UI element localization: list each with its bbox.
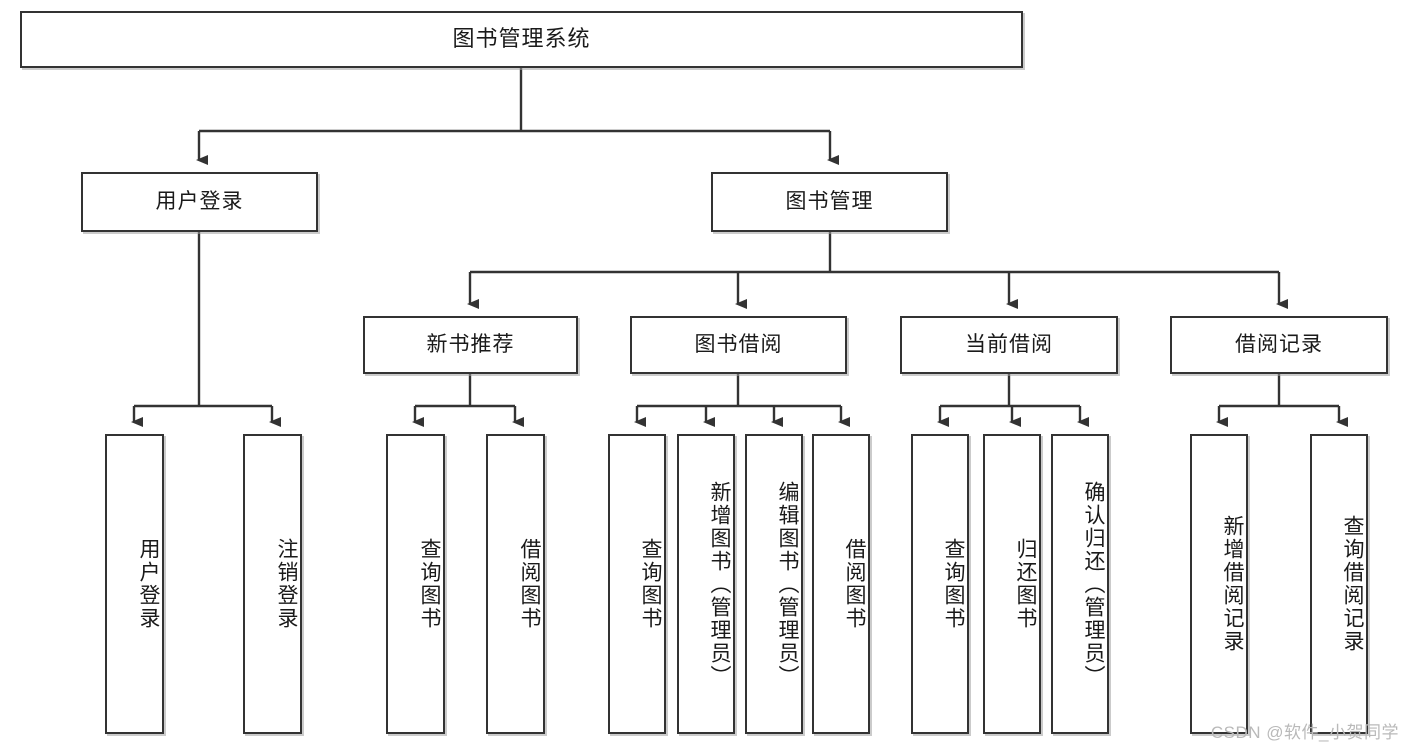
node-book-borrow-label: 图书借阅 (694, 333, 783, 357)
node-current-borrow[interactable]: 当前借阅 (900, 316, 1118, 374)
leaf-query-borrow-record[interactable]: 查询借阅记录 (1310, 434, 1368, 734)
watermark-text: CSDN @软件_小贺同学 (1210, 723, 1399, 742)
leaf-edit-book-admin-label: 编辑图书（管理员） (776, 480, 799, 688)
leaf-logout-label: 注销登录 (275, 538, 298, 630)
leaf-edit-book-admin[interactable]: 编辑图书（管理员） (745, 434, 803, 734)
leaf-return-book[interactable]: 归还图书 (983, 434, 1041, 734)
leaf-add-book-admin-label: 新增图书（管理员） (708, 480, 731, 688)
leaf-query-book-current-label: 查询图书 (942, 538, 965, 630)
node-borrow-record[interactable]: 借阅记录 (1170, 316, 1388, 374)
leaf-query-book-recommend[interactable]: 查询图书 (386, 434, 445, 734)
node-user-login[interactable]: 用户登录 (81, 172, 318, 232)
leaf-query-book-recommend-label: 查询图书 (418, 538, 441, 630)
leaf-borrow-book-recommend-label: 借阅图书 (518, 538, 541, 630)
leaf-borrow-book-recommend[interactable]: 借阅图书 (486, 434, 545, 734)
leaf-add-book-admin[interactable]: 新增图书（管理员） (677, 434, 735, 734)
leaf-borrow-book-label: 借阅图书 (843, 538, 866, 630)
leaf-query-book-current[interactable]: 查询图书 (911, 434, 969, 734)
leaf-confirm-return-admin-label: 确认归还（管理员） (1082, 480, 1105, 688)
leaf-add-borrow-record-label: 新增借阅记录 (1221, 515, 1244, 653)
node-borrow-record-label: 借阅记录 (1235, 333, 1323, 357)
leaf-add-borrow-record[interactable]: 新增借阅记录 (1190, 434, 1248, 734)
leaf-logout[interactable]: 注销登录 (243, 434, 302, 734)
node-book-management-label: 图书管理 (785, 190, 874, 214)
leaf-user-login[interactable]: 用户登录 (105, 434, 164, 734)
leaf-query-book-borrow[interactable]: 查询图书 (608, 434, 666, 734)
leaf-confirm-return-admin[interactable]: 确认归还（管理员） (1051, 434, 1109, 734)
node-root-label: 图书管理系统 (452, 26, 591, 52)
node-book-borrow[interactable]: 图书借阅 (630, 316, 847, 374)
node-book-management[interactable]: 图书管理 (711, 172, 948, 232)
node-new-book-recommend[interactable]: 新书推荐 (363, 316, 578, 374)
leaf-return-book-label: 归还图书 (1014, 538, 1037, 630)
leaf-borrow-book[interactable]: 借阅图书 (812, 434, 870, 734)
node-root[interactable]: 图书管理系统 (20, 11, 1023, 68)
node-new-book-recommend-label: 新书推荐 (426, 333, 515, 357)
leaf-user-login-label: 用户登录 (137, 538, 160, 630)
node-current-borrow-label: 当前借阅 (965, 333, 1053, 357)
node-user-login-label: 用户登录 (155, 190, 244, 214)
leaf-query-borrow-record-label: 查询借阅记录 (1341, 515, 1364, 653)
leaf-query-book-borrow-label: 查询图书 (639, 538, 662, 630)
